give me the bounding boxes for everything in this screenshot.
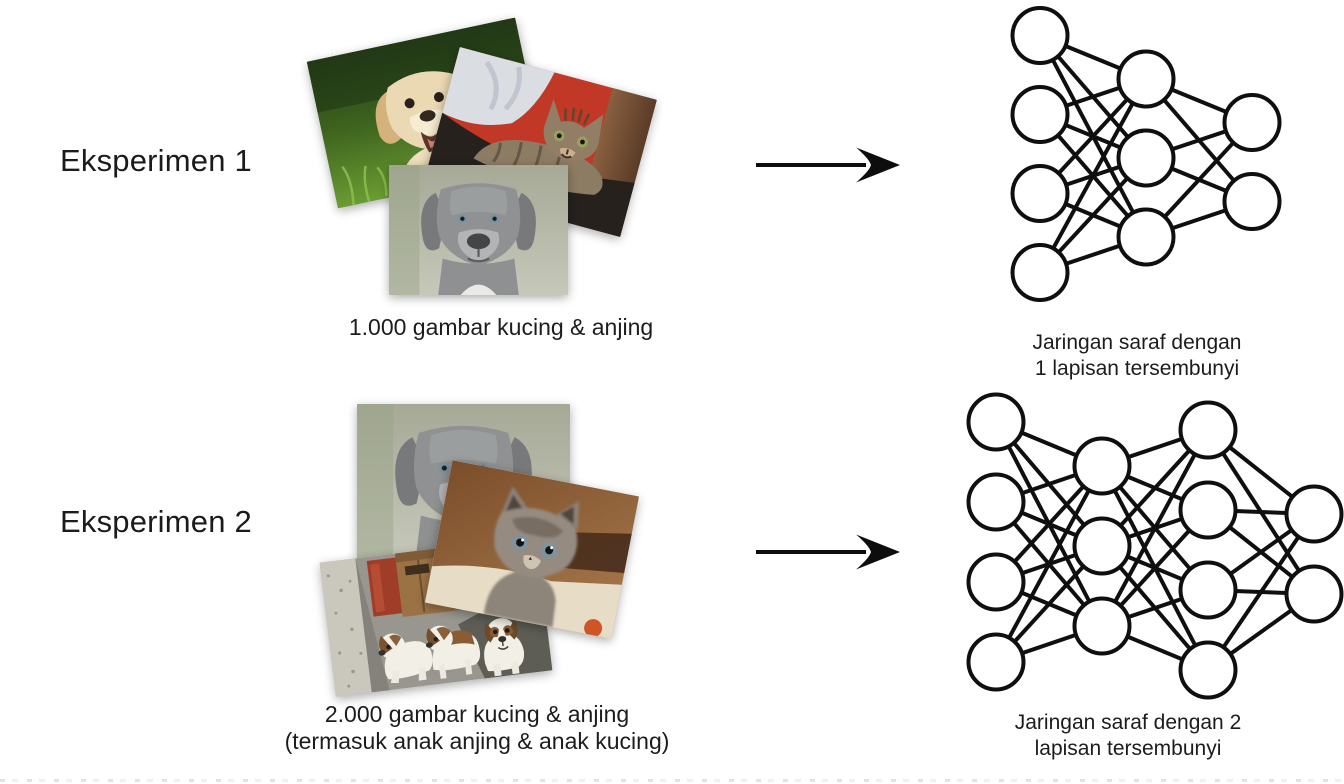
experiment-1-title: Eksperimen 1	[60, 143, 252, 178]
photo-grey-kitten	[424, 460, 640, 639]
experiment-1-caption: 1.000 gambar kucing & anjing	[301, 314, 701, 341]
experiment-1-caption-line: 1.000 gambar kucing & anjing	[348, 314, 654, 340]
experiment-2-title: Eksperimen 2	[60, 504, 252, 539]
experiment-2-caption-line: 2.000 gambar kucing & anjing	[324, 701, 630, 727]
grey-dog-illustration	[389, 165, 568, 295]
network-1-label: Jaringan saraf dengan 1 lapisan tersembu…	[987, 330, 1287, 382]
arrow-right-icon	[756, 534, 900, 570]
puppy-right	[484, 618, 525, 677]
bottom-edge-artifact	[0, 779, 1344, 782]
puppy-center	[425, 625, 481, 679]
experiment-2-caption-line: (termasuk anak anjing & anak kucing)	[284, 728, 670, 754]
photo-grey-dog	[389, 165, 568, 295]
neural-network-2-hidden-layers	[966, 392, 1344, 700]
puppy-left	[378, 633, 433, 684]
network-2-label-line: Jaringan saraf dengan 2	[1014, 711, 1242, 734]
arrow-right-icon	[756, 147, 900, 183]
network-2-label: Jaringan saraf dengan 2 lapisan tersembu…	[978, 710, 1278, 762]
network-1-label-line: 1 lapisan tersembunyi	[1034, 357, 1240, 380]
network-1-label-line: Jaringan saraf dengan	[1032, 331, 1242, 354]
neural-network-1-hidden-layer	[1010, 6, 1282, 302]
kitten-illustration	[424, 460, 640, 639]
network-2-label-line: lapisan tersembunyi	[1034, 737, 1222, 760]
experiment-2-caption: 2.000 gambar kucing & anjing (termasuk a…	[251, 701, 703, 755]
